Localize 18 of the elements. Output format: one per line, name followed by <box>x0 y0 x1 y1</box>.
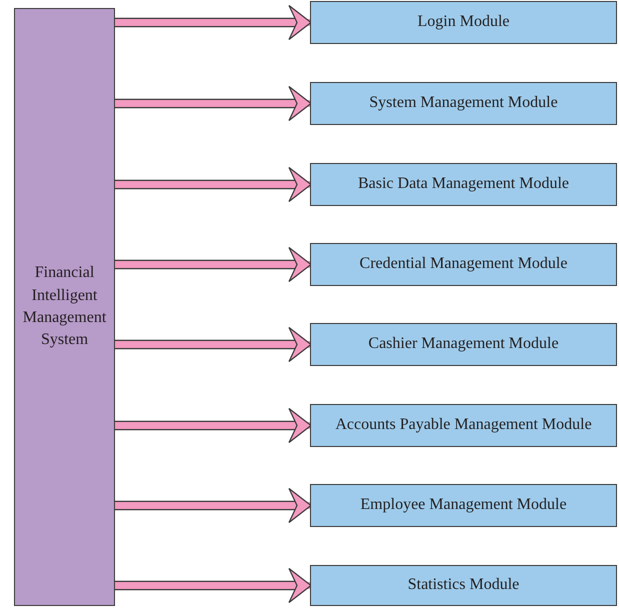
module-label: Accounts Payable Management Module <box>335 415 592 436</box>
module-label: Cashier Management Module <box>368 334 559 354</box>
module-box <box>310 82 617 125</box>
module-box <box>310 404 617 447</box>
module-box <box>310 565 617 606</box>
module-label: Statistics Module <box>408 575 520 596</box>
module-box <box>310 243 617 286</box>
module-label: Basic Data Management Module <box>358 174 570 194</box>
module-label: Login Module <box>418 12 510 32</box>
module-label: Credential Management Module <box>360 254 568 274</box>
module-label: Employee Management Module <box>360 495 567 516</box>
system-label: Financial Intelligent Management System <box>22 263 108 350</box>
module-box <box>310 1 617 44</box>
module-label: System Management Module <box>369 93 558 114</box>
system-box <box>14 8 115 606</box>
module-box <box>310 484 617 527</box>
module-box <box>310 323 617 366</box>
module-box <box>310 163 617 206</box>
